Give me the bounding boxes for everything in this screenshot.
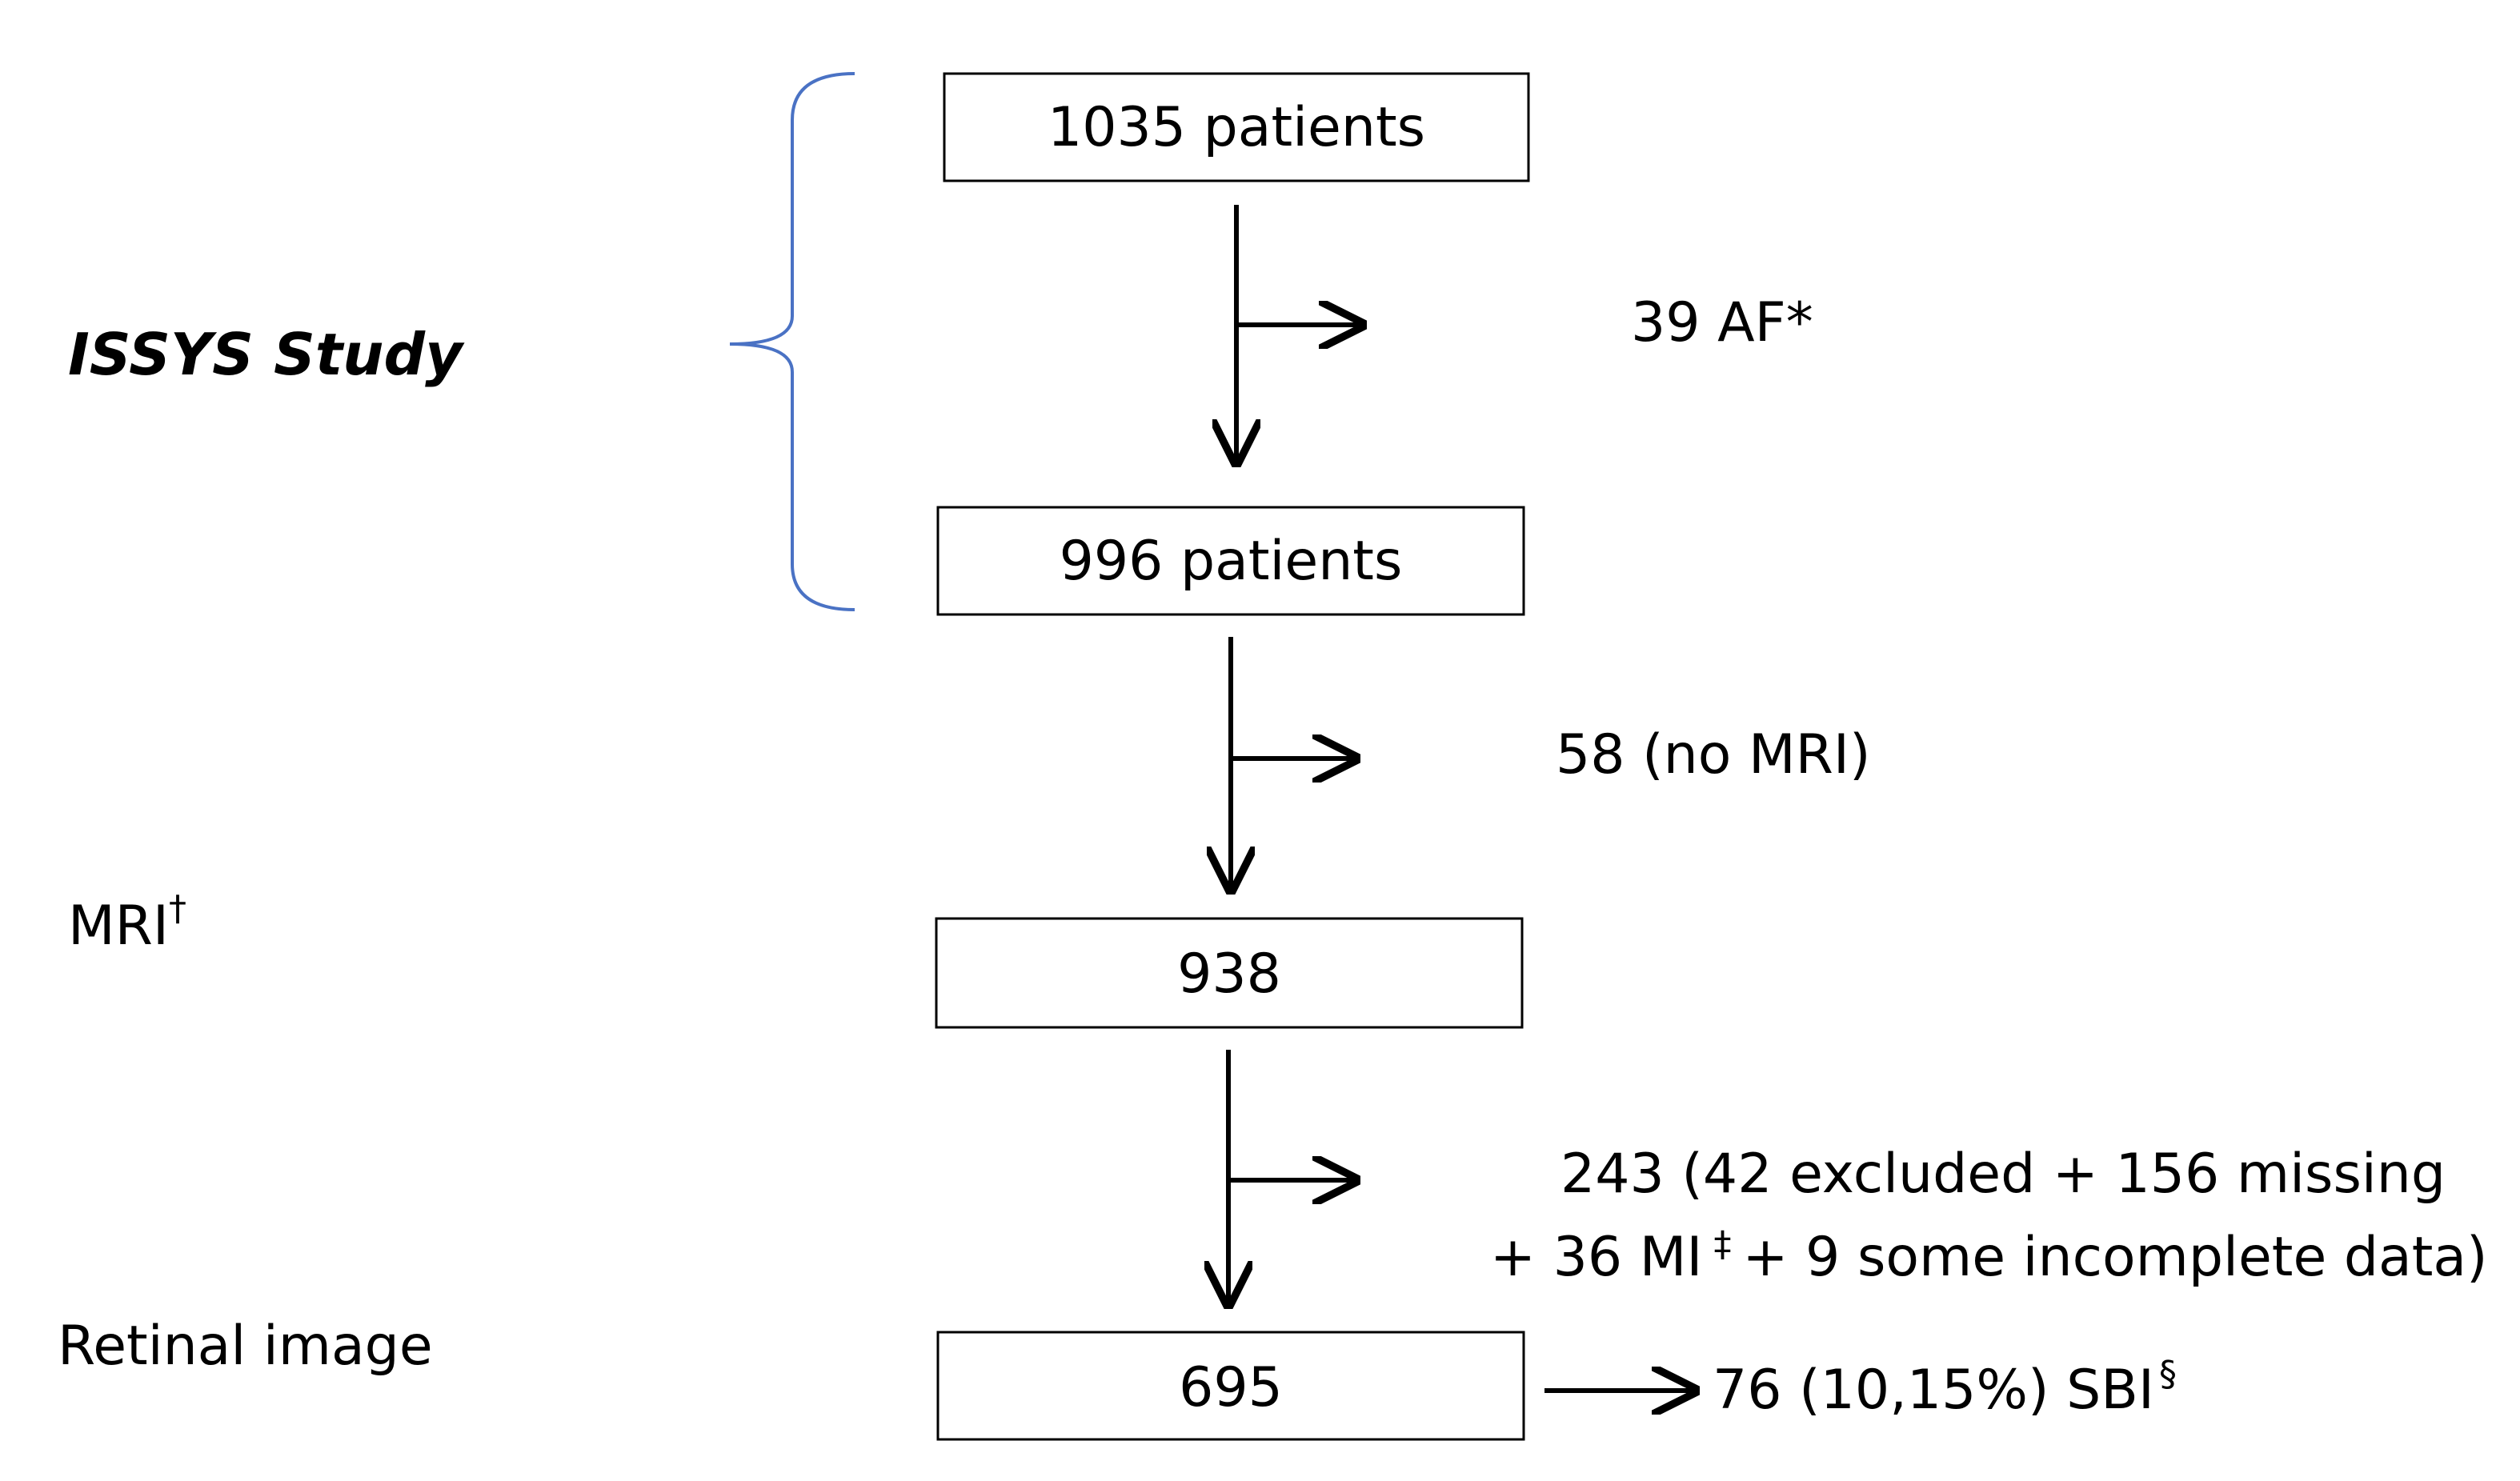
study-bracket: [729, 72, 855, 611]
box-938: [935, 917, 1524, 1029]
mri-label: MRI†: [68, 888, 186, 958]
outcome-section-mark: §: [2159, 1354, 2177, 1395]
box-1035-patients-label: 1035 patients: [1048, 96, 1425, 159]
box-1035-patients: [943, 72, 1530, 182]
exclusion-incomplete-text: + 9 some incomplete data): [1742, 1226, 2487, 1289]
box-996-patients-label: 996 patients: [1060, 530, 1403, 593]
retinal-label: Retinal image: [58, 1315, 433, 1378]
mri-label-text: MRI: [68, 895, 169, 958]
exclusion-af: 39 AF*: [1631, 291, 1813, 354]
outcome-sbi-text: 76 (10,15%) SBI: [1713, 1359, 2154, 1422]
study-label: ISSYS Study: [68, 321, 465, 388]
exclusion-mi-text: + 36 MI: [1490, 1226, 1702, 1289]
box-695-label: 695: [1179, 1356, 1283, 1419]
exclusion-no-mri: 58 (no MRI): [1556, 723, 1871, 787]
box-938-label: 938: [1177, 943, 1281, 1006]
exclusion-missing-line-1: 243 (42 excluded + 156 missing: [1560, 1143, 2446, 1206]
exclusion-mi-mark: ‡: [1713, 1224, 1731, 1265]
outcome-sbi: 76 (10,15%) SBI§: [1713, 1354, 2177, 1422]
exclusion-missing-line-2: + 36 MI ‡ + 9 some incomplete data): [1490, 1224, 2488, 1289]
mri-dagger-mark: †: [169, 888, 186, 929]
box-695: [936, 1331, 1525, 1441]
box-996-patients: [936, 506, 1525, 616]
